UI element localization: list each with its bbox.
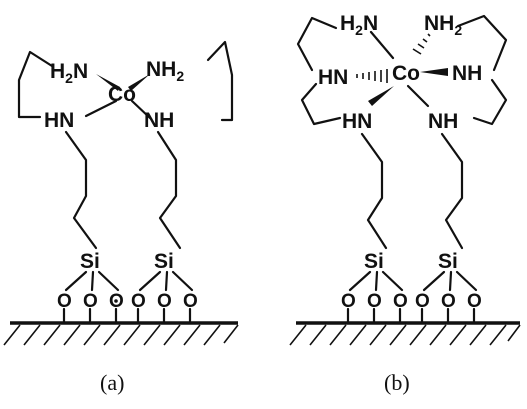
- caption-a: (a): [100, 370, 124, 395]
- chelate-arm-right: [206, 40, 234, 122]
- atom-nh-ring-right: NH: [452, 62, 482, 85]
- oxygen-b6: O: [467, 291, 482, 312]
- oxygen-a1: O: [57, 291, 72, 312]
- wedge-co-nh2-right: [128, 74, 150, 91]
- atom-hn-ring-left: HN: [318, 66, 348, 89]
- atom-si-right: Si: [154, 250, 174, 273]
- atom-nh-right: NH: [144, 109, 174, 132]
- oxygen-a2: O: [83, 291, 98, 312]
- oxygen-a5: O: [157, 291, 172, 312]
- macrocycle-right-lower: [472, 78, 508, 126]
- propyl-chain-left: [64, 130, 98, 250]
- wedge-co-nh2-left: [96, 74, 120, 91]
- oxygen-b5: O: [441, 291, 456, 312]
- wedge-co-hn-lower: [368, 86, 394, 106]
- bond-co-nh-lower: [406, 84, 430, 108]
- macrocycle-right-upper: [456, 14, 508, 72]
- si-o-bonds-b-left: [348, 270, 404, 292]
- hashed-bond-co-nh2: [412, 33, 431, 55]
- panel-b: H2N NH2 HN Co NH HN NH Si Si O O O O O O: [289, 12, 521, 395]
- propyl-chain-b-left: [360, 132, 388, 250]
- atom-h2n-b: H2N: [340, 12, 378, 38]
- si-o-bonds-b-right: [422, 270, 478, 292]
- bond-co-h2n: [369, 30, 395, 60]
- chelate-arm-left: [17, 50, 54, 119]
- o-surface-bonds-b: [346, 307, 476, 324]
- atom-h2n-left: H2N: [50, 60, 88, 86]
- oxygen-b4: O: [415, 291, 430, 312]
- wedge-co-nh: [420, 68, 448, 76]
- atom-nh-linker-right: NH: [428, 110, 458, 133]
- atom-si-left: Si: [80, 250, 100, 273]
- atom-nh2-right: NH2: [146, 58, 184, 84]
- bond-co-hn-left: [84, 99, 118, 118]
- panel-a: H2N NH2 Co HN NH Si Si O O O O O O: [3, 40, 239, 395]
- atom-si-b-right: Si: [438, 250, 458, 273]
- atom-nh2-b: NH2: [424, 12, 462, 38]
- propyl-chain-right: [156, 130, 182, 250]
- oxygen-b1: O: [341, 291, 356, 312]
- si-o-bonds-right: [138, 270, 194, 292]
- atom-hn-linker-left: HN: [342, 110, 372, 133]
- surface-hatching-b: [289, 324, 521, 346]
- atom-hn-left: HN: [44, 109, 74, 132]
- propyl-chain-b-right: [440, 132, 464, 250]
- hashed-bond-co-hn: [356, 69, 388, 83]
- si-o-bonds-left: [64, 270, 120, 292]
- surface-hatching-a: [3, 324, 239, 346]
- o-surface-bonds-a: [62, 307, 192, 324]
- radical-dot: [114, 299, 118, 303]
- atom-cobalt: Co: [108, 83, 136, 106]
- oxygen-b2: O: [367, 291, 382, 312]
- caption-b: (b): [384, 370, 410, 395]
- macrocycle-left-upper: [296, 16, 338, 72]
- bond-co-nh-right: [130, 99, 152, 120]
- macrocycle-left-lower: [300, 82, 342, 126]
- atom-cobalt-b: Co: [392, 62, 420, 85]
- oxygen-a4: O: [131, 291, 146, 312]
- atom-si-b-left: Si: [364, 250, 384, 273]
- oxygen-a6: O: [183, 291, 198, 312]
- oxygen-b3: O: [393, 291, 408, 312]
